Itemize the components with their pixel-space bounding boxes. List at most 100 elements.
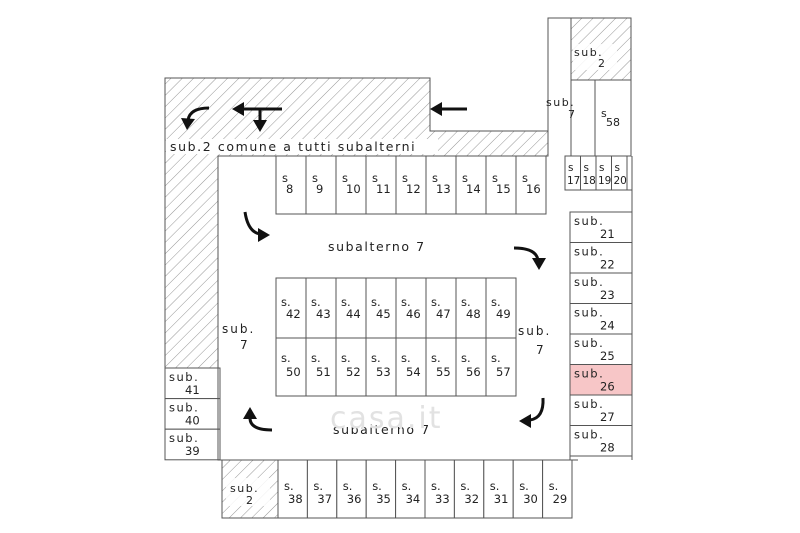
unit-36-prefix: s.: [343, 479, 353, 493]
arrow-icon: [513, 246, 546, 270]
unit-26-prefix: sub.: [574, 367, 604, 381]
unit-12-box: [395, 155, 427, 215]
arrow-icon: [519, 397, 545, 428]
unit-33-prefix: s.: [431, 479, 441, 493]
unit-52-prefix: s.: [341, 351, 351, 365]
bottom-parking-row: s.38s.37s.36s.35s.34s.33s.32s.31s.30s.29: [277, 459, 573, 519]
unit-56-prefix: s.: [461, 351, 471, 365]
unit-37-number: 37: [317, 492, 332, 506]
unit-46-number: 46: [406, 307, 421, 321]
unit-52-number: 52: [346, 365, 361, 379]
unit-30-prefix: s.: [519, 479, 529, 493]
unit-52-box: [335, 337, 367, 397]
unit-46-prefix: s.: [401, 295, 411, 309]
unit-18-prefix: s: [584, 162, 589, 174]
unit-19-prefix: s: [599, 162, 604, 174]
arrow-icon: [232, 102, 282, 132]
unit-26-number: 26: [600, 380, 615, 394]
unit-57-box: [485, 337, 517, 397]
unit-17-prefix: s: [568, 162, 573, 174]
unit-39-prefix: sub.: [169, 431, 199, 445]
unit-55-prefix: s.: [431, 351, 441, 365]
unit-24-prefix: sub.: [574, 306, 604, 320]
unit-40-prefix: sub.: [169, 401, 199, 415]
unit-56-number: 56: [466, 365, 481, 379]
unit-43-prefix: s.: [311, 295, 321, 309]
unit-29-prefix: s.: [549, 479, 559, 493]
corridor-left-label-2: 7: [240, 338, 248, 352]
unit-10-prefix: s: [342, 171, 348, 185]
unit-37-box: [306, 459, 338, 519]
unit-8-box: [275, 155, 307, 215]
unit-31-box: [483, 459, 514, 519]
unit-18-number: 18: [583, 175, 596, 187]
unit-34-prefix: s.: [402, 479, 412, 493]
unit-37-prefix: s.: [313, 479, 323, 493]
unit-29-number: 29: [553, 492, 568, 506]
unit-21-number: 21: [600, 227, 615, 241]
unit-39-box: [164, 428, 221, 461]
unit-12-prefix: s: [402, 171, 408, 185]
unit-20-prefix: s: [615, 162, 620, 174]
unit-45-box: [365, 277, 397, 339]
unit-30-box: [512, 459, 544, 519]
unit-36-number: 36: [347, 492, 362, 506]
unit-17-number: 17: [567, 175, 580, 187]
unit-29-box: [542, 459, 573, 519]
unit-11-prefix: s: [372, 171, 378, 185]
unit-15-number: 15: [496, 182, 511, 196]
unit-58-label-2: 58: [606, 116, 620, 129]
unit-23-number: 23: [600, 288, 615, 302]
unit-13-number: 13: [436, 182, 451, 196]
unit-24-number: 24: [600, 319, 615, 333]
unit-42-number: 42: [286, 307, 301, 321]
unit-33-number: 33: [435, 492, 450, 506]
unit-24-box: [569, 303, 633, 335]
unit-27-number: 27: [600, 410, 615, 424]
unit-58-label-1: s: [601, 107, 607, 120]
arrow-icon: [181, 106, 210, 130]
unit-36-box: [336, 459, 367, 519]
unit-48-prefix: s.: [461, 295, 471, 309]
unit-28-prefix: sub.: [574, 428, 604, 442]
corridor-top-label: subalterno 7: [328, 239, 426, 254]
unit-38-number: 38: [288, 492, 303, 506]
unit-8-prefix: s: [282, 171, 288, 185]
unit-15-prefix: s: [492, 171, 498, 185]
unit-28-number: 28: [600, 441, 615, 455]
unit-54-number: 54: [406, 365, 421, 379]
unit-11-number: 11: [376, 182, 391, 196]
corridor-upper-right-label-1: sub.: [546, 96, 575, 109]
unit-11-box: [365, 155, 397, 215]
center-bottom-parking-row: s.50s.51s.52s.53s.54s.55s.56s.57: [275, 337, 517, 397]
unit-14-prefix: s: [462, 171, 468, 185]
unit-46-box: [395, 277, 427, 339]
unit-10-number: 10: [346, 182, 361, 196]
unit-28-box: [569, 425, 633, 457]
unit-42-prefix: s.: [281, 295, 291, 309]
unit-32-box: [453, 459, 485, 519]
corridor-bottom-label: subalterno 7: [333, 422, 431, 437]
unit-12-number: 12: [406, 182, 421, 196]
unit-32-number: 32: [464, 492, 479, 506]
unit-57-number: 57: [496, 365, 511, 379]
top-right-sub2-label-2: 2: [598, 57, 605, 70]
unit-53-box: [365, 337, 397, 397]
unit-53-prefix: s.: [371, 351, 381, 365]
corridor-upper-right-label-2: 7: [568, 108, 575, 121]
unit-31-number: 31: [494, 492, 509, 506]
unit-35-prefix: s.: [372, 479, 382, 493]
unit-30-number: 30: [523, 492, 538, 506]
arrow-icon: [243, 407, 273, 432]
arrow-icon: [243, 211, 270, 242]
unit-38-box: [277, 459, 308, 519]
unit-41-box: [164, 367, 221, 400]
unit-27-prefix: sub.: [574, 397, 604, 411]
unit-41-number: 41: [185, 383, 200, 397]
right-unit-column: sub.21sub.22sub.23sub.24sub.25sub.26sub.…: [569, 211, 633, 457]
unit-25-number: 25: [600, 349, 615, 363]
